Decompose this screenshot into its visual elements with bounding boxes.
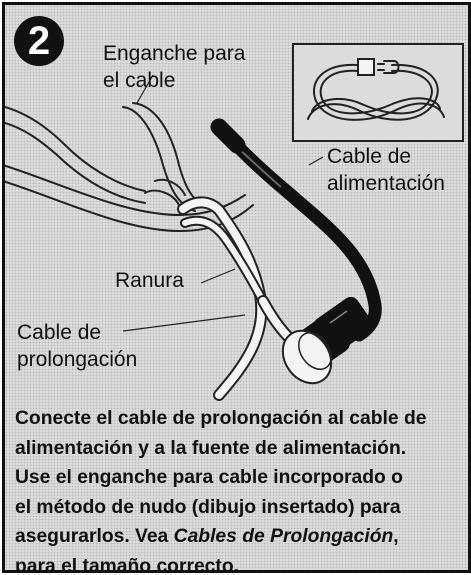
label-cable-alimentacion: Cable de alimentación xyxy=(327,143,445,197)
power-cord xyxy=(210,118,382,342)
prolongacion-leader-line xyxy=(122,314,246,332)
caption-line-3: Use el enganche para cable incorporado o xyxy=(15,467,403,488)
label-enganche: Enganche para el cable xyxy=(103,40,245,94)
label-alimentacion-line1: Cable de xyxy=(327,145,412,168)
label-ranura: Ranura xyxy=(115,269,184,292)
extension-cord xyxy=(177,196,303,401)
hook-leader-line xyxy=(136,74,154,104)
caption-cross-reference: Cables de Prolongación xyxy=(173,526,394,547)
alimentacion-leader-line xyxy=(308,156,324,166)
caption-line-5: asegurarlos. Vea Cables de Prolongación, xyxy=(15,522,467,552)
step-number-badge: 2 xyxy=(14,16,64,66)
ranura-leader-line xyxy=(200,268,236,284)
label-enganche-line2: el cable xyxy=(103,69,176,92)
label-prolongacion-line1: Cable de xyxy=(17,321,102,344)
plug-connector xyxy=(281,296,373,385)
label-cable-prolongacion: Cable de prolongación xyxy=(17,319,137,373)
caption-line-2: alimentación y a la fuente de alimentaci… xyxy=(15,437,407,459)
cord-connection-illustration xyxy=(5,74,382,401)
caption-line-1: Conecte el cable de prolongación al cabl… xyxy=(15,408,427,429)
label-enganche-line1: Enganche para xyxy=(103,42,246,65)
caption-line-5-pre: asegurarlos. Vea xyxy=(15,526,174,547)
label-prolongacion-line2: prolongación xyxy=(17,348,138,371)
instruction-caption: Conecte el cable de prolongación al cabl… xyxy=(15,404,467,573)
knot-method-inset xyxy=(292,43,464,142)
label-alimentacion-line2: alimentación xyxy=(327,172,445,195)
caption-line-5-post: , xyxy=(393,526,399,547)
caption-line-4: el método de nudo (dibujo insertado) par… xyxy=(15,496,401,518)
caption-line-6: para el tamaño correcto. xyxy=(15,555,239,573)
knot-method-drawing xyxy=(307,58,445,121)
